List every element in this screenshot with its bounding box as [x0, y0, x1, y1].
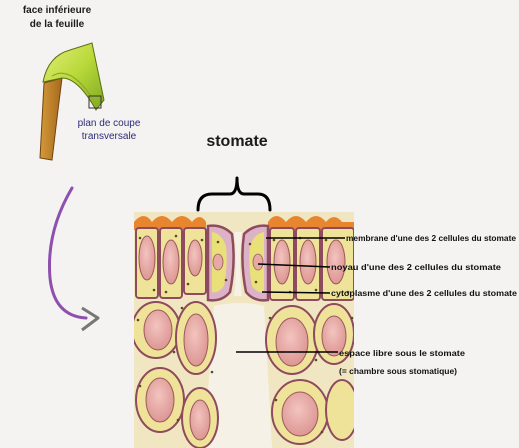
- stomate-title: stomate: [206, 133, 267, 150]
- stomate-bracket: [198, 178, 270, 210]
- guard-cell-left: [208, 226, 234, 301]
- leaf-face-label-line1: face inférieure: [23, 5, 92, 16]
- label-noyau: noyau d'une des 2 cellules du stomate: [331, 262, 501, 272]
- label-membrane: membrane d'une des 2 cellules du stomate: [346, 233, 516, 243]
- label-espace-line2: (= chambre sous stomatique): [339, 366, 457, 376]
- cytoplasme-pointer: [262, 292, 330, 293]
- guard-cell-right: [242, 226, 268, 301]
- tissue-section: [132, 212, 358, 448]
- cut-plane-label-line2: transversale: [82, 131, 137, 142]
- epidermis-left: [136, 228, 206, 298]
- leaf-underside: [40, 78, 62, 160]
- cut-plane-label-line1: plan de coupe: [78, 118, 141, 129]
- leaf-face-label-line2: de la feuille: [30, 19, 85, 30]
- curved-arrow: [49, 188, 98, 330]
- label-espace-line1: espace libre sous le stomate: [339, 348, 465, 358]
- leaf-illustration: [40, 43, 104, 160]
- label-cytoplasme: cytoplasme d'une des 2 cellules du stoma…: [331, 288, 517, 298]
